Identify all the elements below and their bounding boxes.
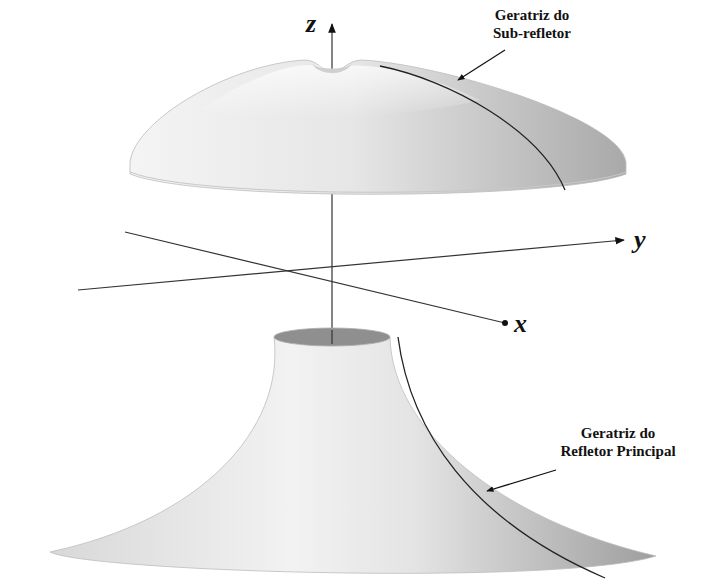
- axis-label: y: [634, 224, 646, 255]
- axis-label: z: [306, 8, 316, 39]
- sub-reflector-highlight: [200, 65, 480, 117]
- callout-label: Geratriz do Sub-refletor: [468, 6, 596, 42]
- axis-label: x: [514, 308, 527, 339]
- sub-reflector-rim: [130, 172, 626, 192]
- z-axis-in-opening: [331, 330, 332, 344]
- callout-label: Geratriz do Refletor Principal: [532, 424, 704, 460]
- sub-reflector-dimple: [312, 64, 352, 73]
- leader-line: [458, 50, 505, 80]
- y-axis: [78, 240, 624, 290]
- x-axis: [125, 232, 505, 323]
- sub-generatrix: [380, 66, 565, 190]
- main-reflector-opening: [274, 328, 390, 346]
- sub-reflector: [130, 60, 626, 194]
- x-axis-end: [502, 320, 508, 326]
- leader-line: [487, 470, 556, 491]
